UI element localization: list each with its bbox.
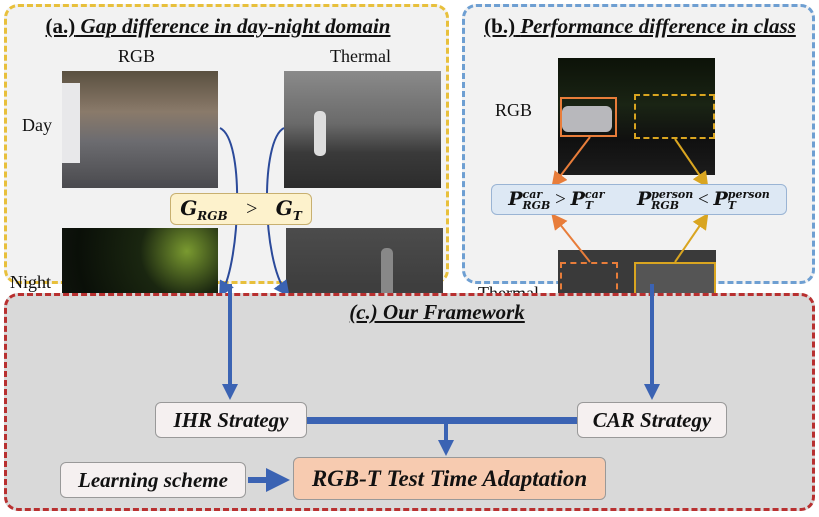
panel-c-title: (c.) Our Framework bbox=[349, 300, 525, 324]
image-rgb-night bbox=[558, 58, 715, 175]
cross-arrows bbox=[219, 127, 290, 298]
image-day-rgb bbox=[62, 71, 218, 188]
label-rgb: RGB bbox=[118, 46, 156, 66]
car-box-rgb bbox=[560, 97, 617, 137]
label-thermal: Thermal bbox=[330, 46, 391, 66]
person-box-rgb bbox=[634, 94, 715, 139]
gap-comparison-box: GRGB > GT bbox=[170, 193, 312, 225]
class-arrows bbox=[551, 136, 709, 263]
panel-b-title: (b.) Performance difference in class bbox=[484, 14, 796, 38]
panel-a-title: (a.) Gap difference in day-night domain bbox=[45, 14, 391, 38]
framework-arrows bbox=[222, 284, 660, 492]
ihr-strategy-box: IHR Strategy bbox=[155, 402, 307, 438]
image-day-thermal bbox=[284, 71, 441, 188]
rgbt-tta-box: RGB-T Test Time Adaptation bbox=[293, 457, 606, 500]
label-day: Day bbox=[22, 115, 52, 135]
label-night: Night bbox=[10, 272, 52, 292]
car-strategy-box: CAR Strategy bbox=[577, 402, 727, 438]
learning-scheme-box: Learning scheme bbox=[60, 462, 246, 498]
label-rgb-b: RGB bbox=[495, 100, 533, 120]
